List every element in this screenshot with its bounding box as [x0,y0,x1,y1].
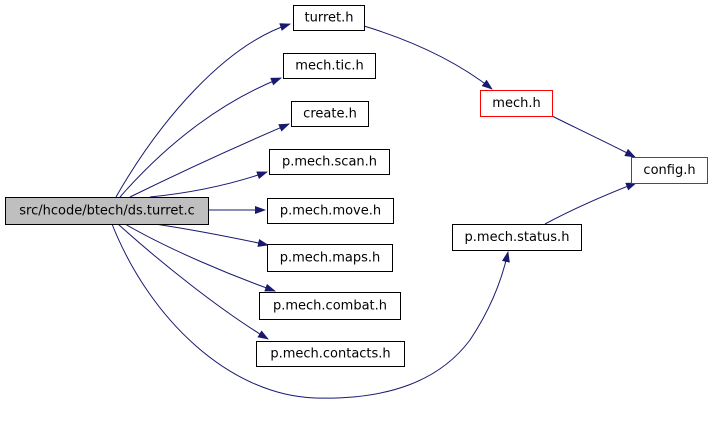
node-p-mech-scan-h[interactable]: p.mech.scan.h [269,149,390,175]
node-label: p.mech.move.h [280,204,381,219]
node-root[interactable]: src/hcode/btech/ds.turret.c [5,197,209,225]
edge-root-to-p-mech-scan-h [149,171,268,198]
node-mech-tic-h[interactable]: mech.tic.h [283,53,376,79]
node-box [293,5,365,31]
edges-layer [111,23,637,399]
node-create-h[interactable]: create.h [291,101,369,127]
node-turret-h[interactable]: turret.h [293,5,365,31]
node-label: p.mech.contacts.h [270,347,390,362]
node-label: config.h [643,163,695,178]
edge-root-to-p-mech-status-h [111,223,510,399]
node-p-mech-contacts-h[interactable]: p.mech.contacts.h [256,341,405,367]
edge-turret-h-to-mech-h [363,25,493,90]
edge-root-to-p-mech-combat-h [124,223,276,292]
node-box [256,341,405,367]
node-label: p.mech.combat.h [273,299,387,314]
node-label: turret.h [305,11,354,26]
node-box [267,198,394,224]
node-box [267,244,393,272]
edge-root-to-p-mech-contacts-h [117,223,269,340]
edge-root-to-p-mech-maps-h [154,223,269,247]
nodes-layer: src/hcode/btech/ds.turret.c turret.h mech.… [5,5,708,367]
node-p-mech-status-h[interactable]: p.mech.status.h [452,224,582,251]
node-label: mech.h [492,96,540,111]
node-p-mech-move-h[interactable]: p.mech.move.h [267,198,394,224]
node-label: src/hcode/btech/ds.turret.c [19,204,195,219]
node-label: create.h [303,107,357,122]
node-box [480,90,553,117]
node-label: p.mech.scan.h [282,155,377,170]
node-box [291,101,369,127]
node-p-mech-combat-h[interactable]: p.mech.combat.h [259,292,401,320]
node-p-mech-maps-h[interactable]: p.mech.maps.h [267,244,393,272]
edge-root-to-mech-tic-h [119,77,282,198]
node-box [452,224,582,251]
edge-root-to-turret-h [115,23,291,198]
node-label: p.mech.status.h [465,230,570,245]
node-mech-h[interactable]: mech.h [480,90,553,117]
node-box [269,149,390,175]
node-label: p.mech.maps.h [280,251,381,266]
edge-p-mech-status-h-to-config-h [544,182,637,225]
node-label: mech.tic.h [295,59,363,74]
edge-mech-h-to-config-h [551,115,636,158]
node-box [283,53,376,79]
node-config-h[interactable]: config.h [631,157,708,184]
node-box [259,292,401,320]
edge-root-to-create-h [129,123,290,198]
node-box [5,197,209,225]
node-box [631,157,708,184]
